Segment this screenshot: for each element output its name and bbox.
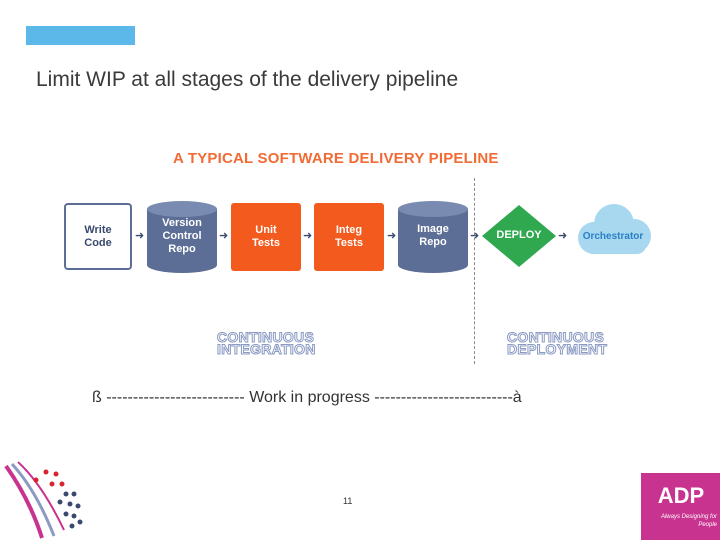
- adp-wordmark: ADP: [658, 483, 704, 508]
- dots-logo-icon: [4, 461, 83, 539]
- stage-integ-tests: Integ Tests: [314, 203, 384, 271]
- stage-write-code: Write Code: [64, 203, 132, 270]
- cylinder-icon: [147, 201, 217, 273]
- accent-bar: [26, 26, 135, 45]
- section-continuous-deployment: CONTINUOUS DEPLOYMENT: [506, 329, 608, 357]
- diamond-icon: [482, 205, 556, 267]
- adp-logo: ADP Always Designing for People: [641, 473, 720, 540]
- adp-wordmark-icon: ADP: [658, 483, 704, 508]
- page-number: 11: [343, 496, 353, 506]
- stage-image-repo: Image Repo: [398, 201, 468, 273]
- cylinder-icon: [398, 201, 468, 273]
- ci-cd-divider: [474, 178, 475, 364]
- cloud-icon: [578, 204, 651, 254]
- arrow-icon: ➜: [219, 230, 229, 242]
- arrow-icon: ➜: [558, 230, 568, 242]
- wip-line: ß -------------------------- Work in pro…: [92, 389, 522, 406]
- arrow-icon: ➜: [303, 230, 313, 242]
- arrow-icon: ➜: [387, 230, 397, 242]
- section-continuous-integration: CONTINUOUS INTEGRATION: [217, 329, 316, 357]
- arrow-icon: ➜: [135, 230, 145, 242]
- stage-integ-tests-label: Integ Tests: [335, 224, 363, 249]
- stage-deploy: DEPLOY: [482, 205, 556, 267]
- stage-image-repo-label: Image Repo: [417, 223, 449, 248]
- stage-version-control-label: Version Control Repo: [162, 217, 202, 255]
- cd-line-1: CONTINUOUS: [506, 329, 605, 345]
- stage-deploy-label: DEPLOY: [496, 229, 542, 241]
- ci-line-1: CONTINUOUS: [217, 329, 315, 345]
- diagram-title: A TYPICAL SOFTWARE DELIVERY PIPELINE: [173, 150, 499, 167]
- slide-title: Limit WIP at all stages of the delivery …: [36, 68, 459, 91]
- adp-tagline: Always Designing for People: [660, 514, 717, 528]
- ci-line-2: INTEGRATION: [217, 341, 316, 357]
- stage-version-control-repo: Version Control Repo: [147, 201, 217, 273]
- stage-unit-tests: Unit Tests: [231, 203, 301, 271]
- stage-write-code-label: Write Code: [84, 223, 112, 249]
- stage-unit-tests-label: Unit Tests: [252, 224, 280, 249]
- stage-orchestrator: Orchestrator: [570, 202, 656, 260]
- stage-orchestrator-label: Orchestrator: [582, 231, 644, 242]
- cd-line-2: DEPLOYMENT: [506, 341, 608, 357]
